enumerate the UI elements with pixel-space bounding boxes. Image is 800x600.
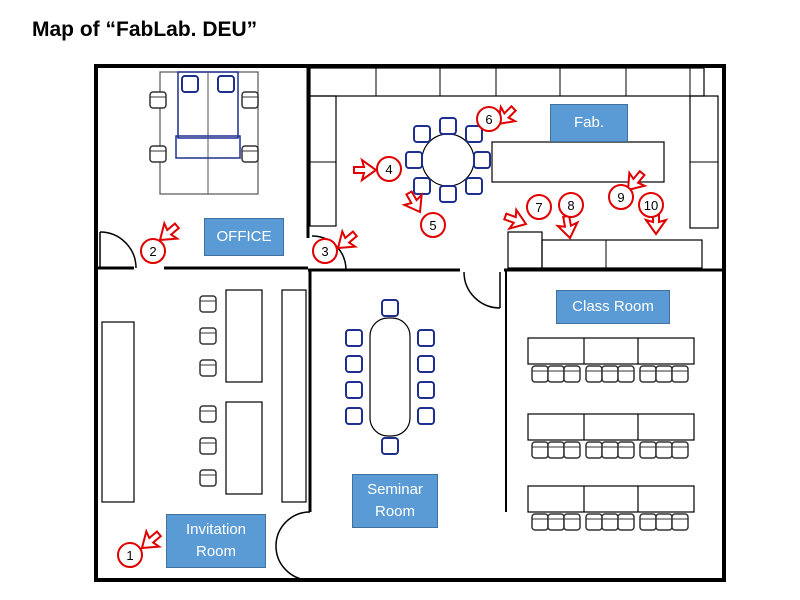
- room-label-classroom: Class Room: [556, 290, 670, 324]
- marker-4: 4: [376, 156, 402, 182]
- outer-wall: [94, 64, 726, 582]
- marker-10: 10: [638, 192, 664, 218]
- marker-2: 2: [140, 238, 166, 264]
- page-title: Map of “FabLab. DEU”: [32, 18, 258, 41]
- marker-5: 5: [420, 212, 446, 238]
- marker-6: 6: [476, 106, 502, 132]
- marker-8: 8: [558, 192, 584, 218]
- room-label-invitation: Invitation Room: [166, 514, 266, 568]
- marker-7: 7: [526, 194, 552, 220]
- marker-3: 3: [312, 238, 338, 264]
- room-label-seminar: Seminar Room: [352, 474, 438, 528]
- marker-9: 9: [608, 184, 634, 210]
- marker-1: 1: [117, 542, 143, 568]
- room-label-office: OFFICE: [204, 218, 284, 256]
- room-label-fab: Fab.: [550, 104, 628, 142]
